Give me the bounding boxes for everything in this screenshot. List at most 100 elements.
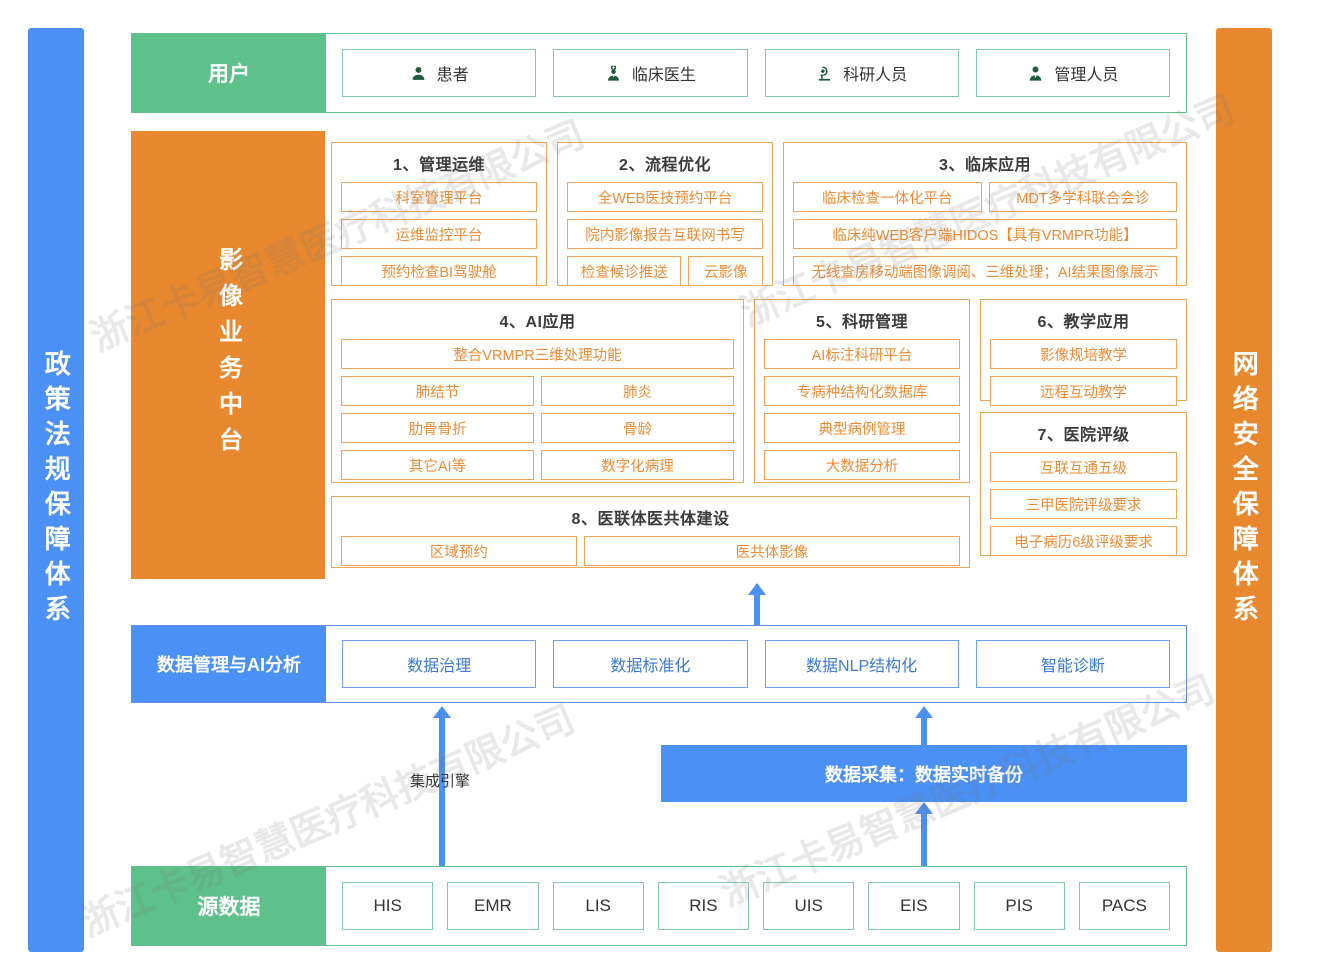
network-security-pillar-label: 网络安全保障体系 (1229, 350, 1260, 630)
integration-engine-label: 集成引擎 (409, 773, 470, 790)
chip-item[interactable]: 互联互通五级 (990, 452, 1177, 482)
user-card-clinician[interactable]: 临床医生 (553, 49, 748, 97)
data-card-governance[interactable]: 数据治理 (342, 640, 537, 688)
chip-item[interactable]: 专病种结构化数据库 (764, 376, 960, 406)
chip-row: 全WEB医技预约平台 (567, 182, 763, 212)
group-management-ops: 1、管理运维 科室管理平台 运维监控平台 预约检查BI驾驶舱 (331, 142, 547, 286)
chip-row: 整合VRMPR三维处理功能 (341, 339, 734, 369)
chip-item[interactable]: 骨龄 (541, 413, 734, 443)
imaging-business-platform: 影像业务中台 1、管理运维 科室管理平台 运维监控平台 预约检查BI驾驶舱 2、… (131, 131, 1187, 579)
chip-row: 预约检查BI驾驶舱 (341, 256, 537, 286)
chip-item[interactable]: 肺结节 (341, 376, 534, 406)
user-row: 用户 患者 (131, 33, 1187, 113)
chip-row: 区域预约 医共体影像 (341, 536, 960, 566)
chip-item[interactable]: 远程互动教学 (990, 376, 1177, 406)
chip-item[interactable]: 影像规培教学 (990, 339, 1177, 369)
data-card-intelligent-diagnosis[interactable]: 智能诊断 (975, 640, 1170, 688)
chip-item[interactable]: 检查候诊推送 (567, 256, 682, 286)
chip-item[interactable]: 三甲医院评级要求 (990, 489, 1177, 519)
arrow-source-to-collect (915, 802, 933, 868)
chip-item[interactable]: 肋骨骨折 (341, 413, 534, 443)
chip-row: 其它AI等 数字化病理 (341, 450, 734, 480)
chip-item[interactable]: 数字化病理 (541, 450, 734, 480)
chip-item[interactable]: 无线查房移动端图像调阅、三维处理；AI结果图像展示 (793, 256, 1177, 286)
group-title: 1、管理运维 (393, 157, 485, 174)
chip-row: 临床纯WEB客户端HIDOS【具有VRMPR功能】 (793, 219, 1177, 249)
user-card-administrator[interactable]: 管理人员 (975, 49, 1170, 97)
data-card-list: 数据治理 数据标准化 数据NLP结构化 智能诊断 (326, 626, 1186, 702)
arrow-collect-to-data (915, 706, 933, 748)
group-title: 3、临床应用 (939, 157, 1031, 174)
chip-item[interactable]: 整合VRMPR三维处理功能 (341, 339, 734, 369)
manager-icon (1027, 65, 1044, 82)
group-title: 4、AI应用 (499, 314, 576, 331)
chip-row: 肋骨骨折 骨龄 (341, 413, 734, 443)
chip-row: 影像规培教学 (990, 339, 1177, 369)
user-card-patient[interactable]: 患者 (342, 49, 537, 97)
chip-item[interactable]: 科室管理平台 (341, 182, 537, 212)
chip-row: 互联互通五级 (990, 452, 1177, 482)
data-card-standardization[interactable]: 数据标准化 (553, 640, 748, 688)
chip-item[interactable]: 肺炎 (541, 376, 734, 406)
source-data-row: 源数据 HIS EMR LIS RIS UIS EIS PIS PACS (131, 866, 1187, 946)
chip-row: 电子病历6级评级要求 (990, 526, 1177, 556)
chip-item[interactable]: MDT多学科联合会诊 (988, 182, 1177, 212)
microscope-icon (816, 65, 833, 82)
chip-row: 运维监控平台 (341, 219, 537, 249)
doctor-icon (605, 65, 622, 82)
chip-item[interactable]: 医共体影像 (583, 536, 960, 566)
group-ai-application: 4、AI应用 整合VRMPR三维处理功能 肺结节 肺炎 肋骨骨折 骨龄 其它AI… (331, 299, 744, 483)
chip-item[interactable]: 全WEB医技预约平台 (567, 182, 763, 212)
source-card-lis[interactable]: LIS (552, 882, 644, 930)
source-card-pis[interactable]: PIS (973, 882, 1065, 930)
source-card-ris[interactable]: RIS (657, 882, 749, 930)
chip-row: 科室管理平台 (341, 182, 537, 212)
source-card-list: HIS EMR LIS RIS UIS EIS PIS PACS (326, 867, 1186, 945)
user-card-label: 患者 (436, 67, 469, 84)
chip-item[interactable]: AI标注科研平台 (764, 339, 960, 369)
user-card-list: 患者 临床医生 (326, 34, 1186, 112)
data-collection-bar: 数据采集：数据实时备份 (661, 745, 1187, 802)
chip-item[interactable]: 临床检查一体化平台 (793, 182, 982, 212)
chip-item[interactable]: 院内影像报告互联网书写 (567, 219, 763, 249)
user-card-label: 管理人员 (1054, 67, 1119, 84)
group-teaching-application: 6、教学应用 影像规培教学 远程互动教学 (980, 299, 1187, 406)
chip-item[interactable]: 临床纯WEB客户端HIDOS【具有VRMPR功能】 (793, 219, 1177, 249)
source-card-his[interactable]: HIS (342, 882, 434, 930)
user-icon (410, 65, 427, 82)
chip-row: 检查候诊推送 云影像 (567, 256, 763, 286)
policy-regulation-pillar: 政策法规保障体系 (28, 28, 84, 952)
source-card-emr[interactable]: EMR (447, 882, 539, 930)
chip-item[interactable]: 区域预约 (341, 536, 577, 566)
chip-item[interactable]: 云影像 (688, 256, 763, 286)
chip-row: 三甲医院评级要求 (990, 489, 1177, 519)
data-card-nlp-structuring[interactable]: 数据NLP结构化 (764, 640, 959, 688)
network-security-pillar: 网络安全保障体系 (1216, 28, 1272, 952)
chip-row: 大数据分析 (764, 450, 960, 480)
source-card-uis[interactable]: UIS (763, 882, 855, 930)
chip-row: 远程互动教学 (990, 376, 1177, 406)
chip-item[interactable]: 预约检查BI驾驶舱 (341, 256, 537, 286)
chip-row: 临床检查一体化平台 MDT多学科联合会诊 (793, 182, 1177, 212)
chip-item[interactable]: 电子病历6级评级要求 (990, 526, 1177, 556)
source-card-eis[interactable]: EIS (868, 882, 960, 930)
group-hospital-rating: 7、医院评级 互联互通五级 三甲医院评级要求 电子病历6级评级要求 (980, 412, 1187, 556)
chip-item[interactable]: 其它AI等 (341, 450, 534, 480)
group-medical-alliance: 8、医联体医共体建设 区域预约 医共体影像 (331, 496, 970, 568)
user-card-label: 临床医生 (631, 67, 696, 84)
chip-row: 典型病例管理 (764, 413, 960, 443)
imaging-business-platform-label: 影像业务中台 (131, 131, 325, 579)
arrow-engine-to-data (433, 706, 451, 866)
user-card-researcher[interactable]: 科研人员 (764, 49, 959, 97)
data-management-row: 数据管理与AI分析 数据治理 数据标准化 数据NLP结构化 智能诊断 (131, 625, 1187, 703)
chip-row: AI标注科研平台 (764, 339, 960, 369)
chip-item[interactable]: 大数据分析 (764, 450, 960, 480)
chip-row: 专病种结构化数据库 (764, 376, 960, 406)
group-title: 2、流程优化 (619, 157, 711, 174)
chip-item[interactable]: 典型病例管理 (764, 413, 960, 443)
group-title: 5、科研管理 (816, 314, 908, 331)
group-title: 6、教学应用 (1037, 314, 1130, 331)
source-card-pacs[interactable]: PACS (1078, 882, 1170, 930)
chip-item[interactable]: 运维监控平台 (341, 219, 537, 249)
